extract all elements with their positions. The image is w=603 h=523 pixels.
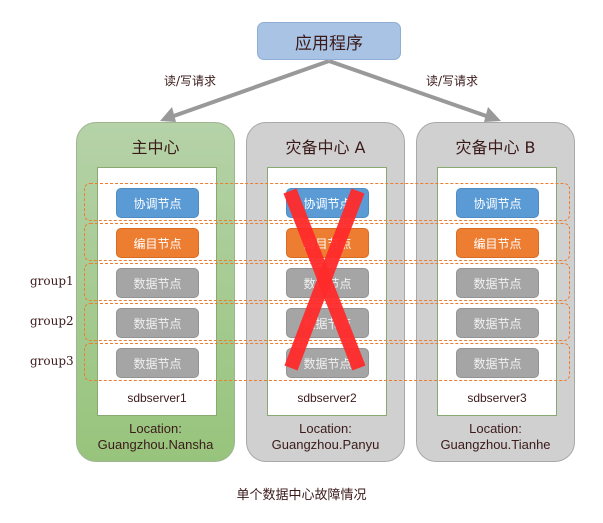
request-label-right: 读/写请求 xyxy=(426,74,479,88)
coordinator-row-box xyxy=(84,183,570,221)
location-value: Guangzhou.Tianhe xyxy=(440,437,551,452)
group-label-1: group1 xyxy=(30,274,74,288)
group-label-3: group3 xyxy=(30,354,74,368)
data-node-group3: 数据节点 xyxy=(116,348,199,378)
application-label: 应用程序 xyxy=(295,33,363,54)
server-name: sdbserver1 xyxy=(127,391,187,405)
location-label: Location: xyxy=(129,421,182,436)
server-box: 协调节点 编目节点 数据节点 数据节点 数据节点 sdbserver3 xyxy=(437,167,557,416)
location-label: Location: xyxy=(299,421,352,436)
data-node-group2: 数据节点 xyxy=(456,308,539,338)
data-node-group1: 数据节点 xyxy=(456,268,539,298)
arrowhead-left-icon xyxy=(160,107,176,122)
server-name: sdbserver3 xyxy=(467,391,527,405)
main-center: 主中心 协调节点 编目节点 数据节点 数据节点 数据节点 sdbserver1 … xyxy=(76,122,235,462)
arrow-to-main-center xyxy=(167,59,330,120)
failure-x-icon xyxy=(283,188,366,371)
coordinator-node: 协调节点 xyxy=(116,188,199,218)
location-value: Guangzhou.Nansha xyxy=(97,437,214,452)
group3-row-box xyxy=(84,343,570,381)
location-label: Location: xyxy=(469,421,522,436)
location-value: Guangzhou.Panyu xyxy=(271,437,380,452)
location: Location: Guangzhou.Tianhe xyxy=(417,421,574,453)
group-label-2: group2 xyxy=(30,314,74,328)
location: Location: Guangzhou.Panyu xyxy=(247,421,404,453)
request-label-left: 读/写请求 xyxy=(164,74,217,88)
application-box: 应用程序 xyxy=(257,22,401,60)
diagram-caption: 单个数据中心故障情况 xyxy=(236,488,367,503)
catalog-node: 编目节点 xyxy=(456,228,539,258)
arrowhead-right-icon xyxy=(484,107,501,122)
center-title: 灾备中心 B xyxy=(455,138,536,157)
arrow-to-dr-center-b xyxy=(328,59,493,120)
dr-center-b: 灾备中心 B 协调节点 编目节点 数据节点 数据节点 数据节点 sdbserve… xyxy=(416,122,575,462)
coordinator-node: 协调节点 xyxy=(456,188,539,218)
center-title: 主中心 xyxy=(131,138,180,157)
server-name: sdbserver2 xyxy=(297,391,357,405)
data-node-group1: 数据节点 xyxy=(116,268,199,298)
server-box: 协调节点 编目节点 数据节点 数据节点 数据节点 sdbserver1 xyxy=(97,167,217,416)
center-title: 灾备中心 A xyxy=(285,138,366,157)
location: Location: Guangzhou.Nansha xyxy=(77,421,234,453)
data-node-group2: 数据节点 xyxy=(116,308,199,338)
catalog-node: 编目节点 xyxy=(116,228,199,258)
data-node-group3: 数据节点 xyxy=(456,348,539,378)
